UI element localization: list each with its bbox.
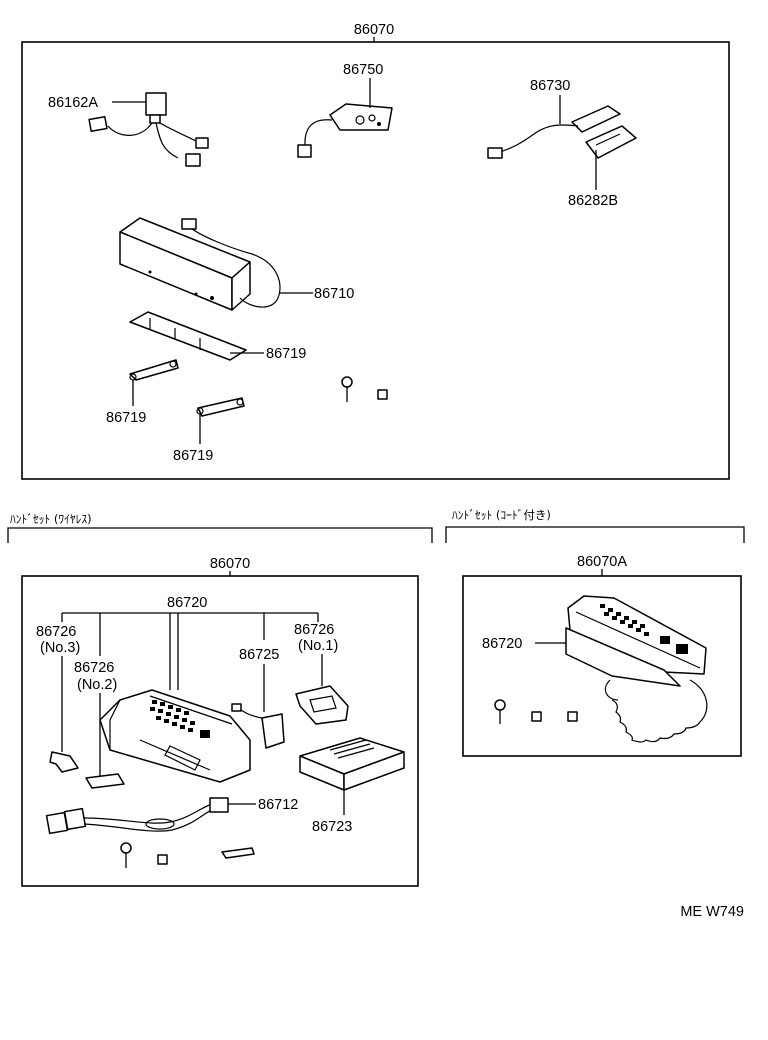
wireless-box [21, 575, 419, 887]
label-86162A: 86162A [48, 95, 98, 111]
switch-86750 [297, 103, 393, 158]
label-86726-no1: 86726 [294, 622, 334, 638]
wireless-heading: ﾊﾝﾄﾞｾｯﾄ (ﾜｲﾔﾚｽ) [10, 512, 92, 526]
wireless-assembly-number: 86070 [210, 556, 250, 572]
label-86726-no3-sub: (No.3) [40, 640, 80, 656]
corded-bracket [445, 526, 745, 543]
wireless-handset-86720 [99, 689, 251, 783]
label-86726-no2: 86726 [74, 660, 114, 676]
unit-86710 [119, 217, 281, 311]
label-86719-a: 86719 [266, 346, 306, 362]
label-86725: 86725 [239, 647, 279, 663]
label-86726-no3: 86726 [36, 624, 76, 640]
label-86719-b: 86719 [106, 410, 146, 426]
label-86726-no1-sub: (No.1) [298, 638, 338, 654]
harness-86712 [45, 797, 229, 835]
bracket-86719-main [129, 311, 247, 361]
holder-86726-no1 [295, 685, 349, 725]
screw-nut-clip-wireless [120, 842, 255, 868]
pad-86726-no2 [85, 773, 125, 789]
label-86282B: 86282B [568, 193, 618, 209]
label-86750: 86750 [343, 62, 383, 78]
switch-86730 [487, 105, 637, 159]
screw-nuts-corded [494, 699, 578, 724]
corded-handset-86720 [565, 595, 708, 743]
battery-86723 [299, 737, 405, 791]
label-86712: 86712 [258, 797, 298, 813]
bracket-86719-left [129, 359, 179, 381]
label-86710: 86710 [314, 286, 354, 302]
corded-heading: ﾊﾝﾄﾞｾｯﾄ (ｺｰﾄﾞ付き) [452, 508, 551, 522]
main-assembly-box [21, 41, 730, 480]
harness-86162A [88, 92, 209, 167]
bracket-86719-right [196, 397, 245, 417]
adaptor-86725 [231, 703, 285, 749]
main-assembly-number: 86070 [354, 22, 394, 38]
corded-assembly-number: 86070A [577, 554, 627, 570]
label-86719-c: 86719 [173, 448, 213, 464]
label-86726-no2-sub: (No.2) [77, 677, 117, 693]
corded-box [462, 575, 742, 757]
label-86723: 86723 [312, 819, 352, 835]
label-86720-wireless: 86720 [167, 595, 207, 611]
label-86730: 86730 [530, 78, 570, 94]
footer-code: ME W749 [680, 904, 744, 920]
clip-86726-no3 [49, 751, 79, 773]
wireless-bracket [7, 527, 433, 543]
label-86720-corded: 86720 [482, 636, 522, 652]
screw-and-nut-top [341, 376, 388, 402]
